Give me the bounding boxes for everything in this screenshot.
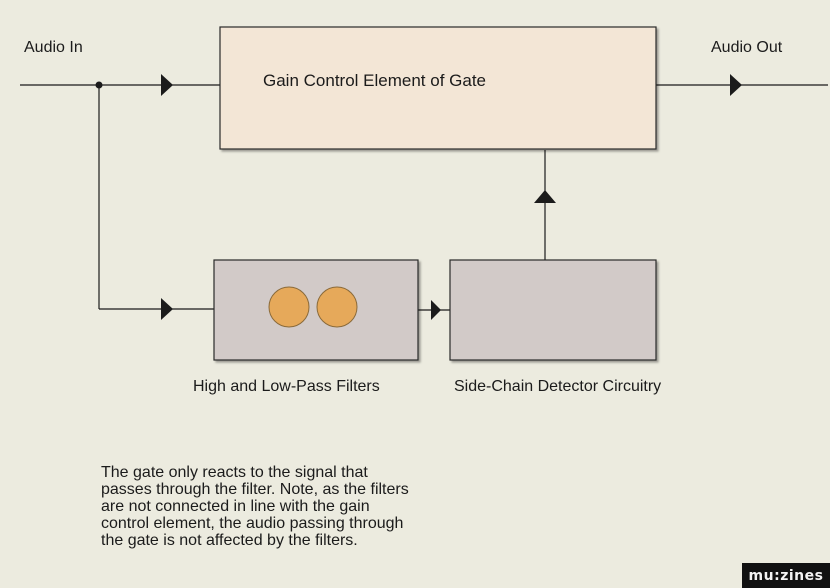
diagram-caption: The gate only reacts to the signal that … bbox=[101, 464, 501, 549]
gain-block-label: Gain Control Element of Gate bbox=[263, 71, 486, 90]
filter-knob-high bbox=[268, 286, 310, 328]
caption-line: control element, the audio passing throu… bbox=[101, 515, 404, 532]
caption-line: The gate only reacts to the signal that bbox=[101, 464, 368, 481]
gain-control-block bbox=[219, 26, 657, 150]
filter-block bbox=[213, 259, 419, 361]
control-arrow bbox=[534, 190, 556, 203]
caption-line: are not connected in line with the gain bbox=[101, 498, 370, 515]
audio-in-label: Audio In bbox=[24, 39, 83, 56]
muzines-watermark: mu:zines bbox=[742, 563, 830, 588]
detector-block-label: Side-Chain Detector Circuitry bbox=[454, 378, 661, 395]
detector-input-arrow bbox=[431, 300, 441, 320]
detector-block bbox=[449, 259, 657, 361]
filter-input-arrow bbox=[161, 298, 173, 320]
audio-out-label: Audio Out bbox=[711, 39, 783, 56]
output-arrow bbox=[730, 74, 742, 96]
caption-line: the gate is not affected by the filters. bbox=[101, 532, 358, 549]
caption-line: passes through the filter. Note, as the … bbox=[101, 481, 409, 498]
filter-knob-low bbox=[316, 286, 358, 328]
filter-block-label: High and Low-Pass Filters bbox=[193, 378, 380, 395]
input-arrow bbox=[161, 74, 173, 96]
